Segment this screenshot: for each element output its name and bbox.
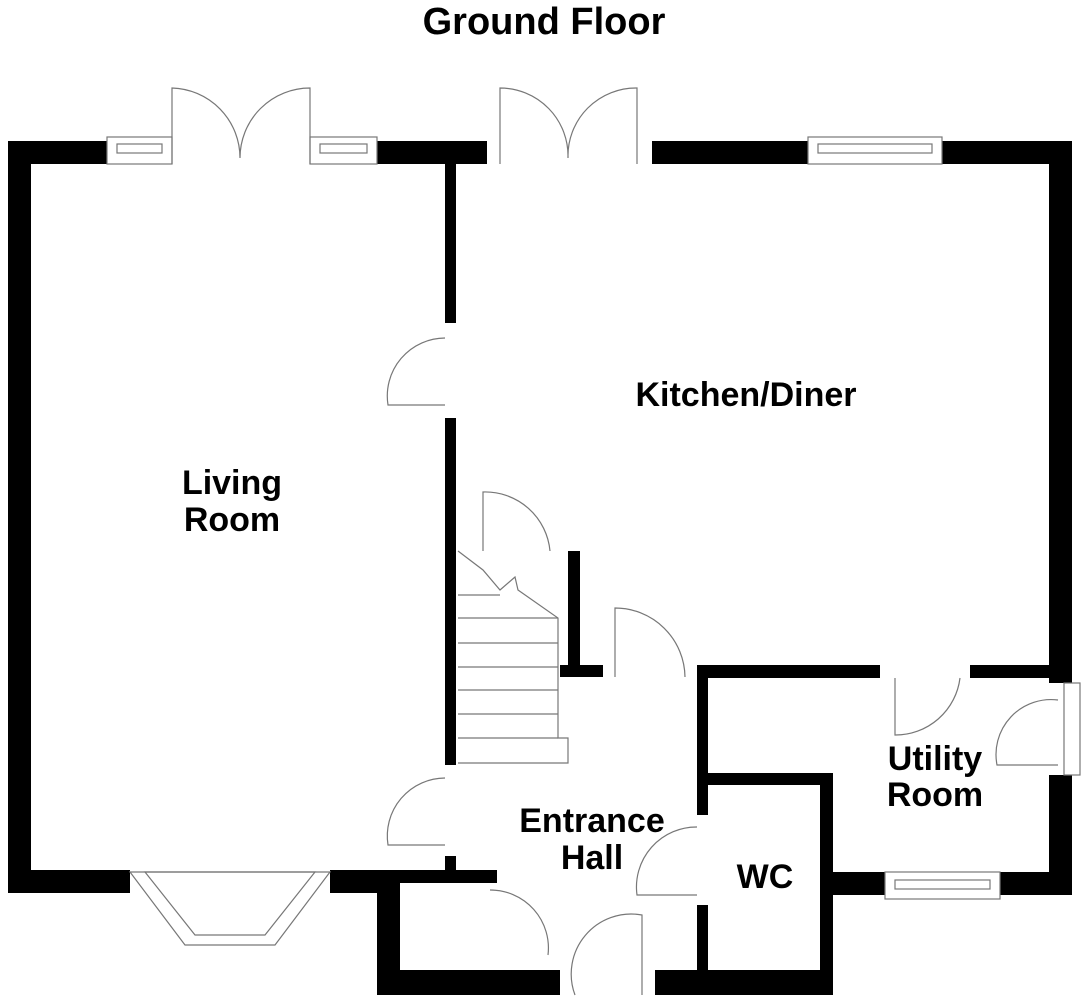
- room-labels: Living Room Kitchen/Diner Entrance Hall …: [182, 376, 983, 896]
- living-room-label: Living: [182, 464, 282, 502]
- walls: [8, 141, 1072, 995]
- kitchen-diner-label: Kitchen/Diner: [635, 376, 856, 414]
- doors: [171, 87, 1059, 996]
- entrance-hall-label: Entrance: [519, 802, 665, 840]
- wc-label: WC: [737, 858, 794, 896]
- floor-title: Ground Floor: [422, 1, 666, 43]
- utility-room-label: Utility: [888, 740, 983, 778]
- entrance-hall-label-2: Hall: [561, 839, 623, 877]
- living-room-label-2: Room: [184, 501, 280, 539]
- utility-room-label-2: Room: [887, 776, 983, 814]
- staircase: [457, 550, 569, 764]
